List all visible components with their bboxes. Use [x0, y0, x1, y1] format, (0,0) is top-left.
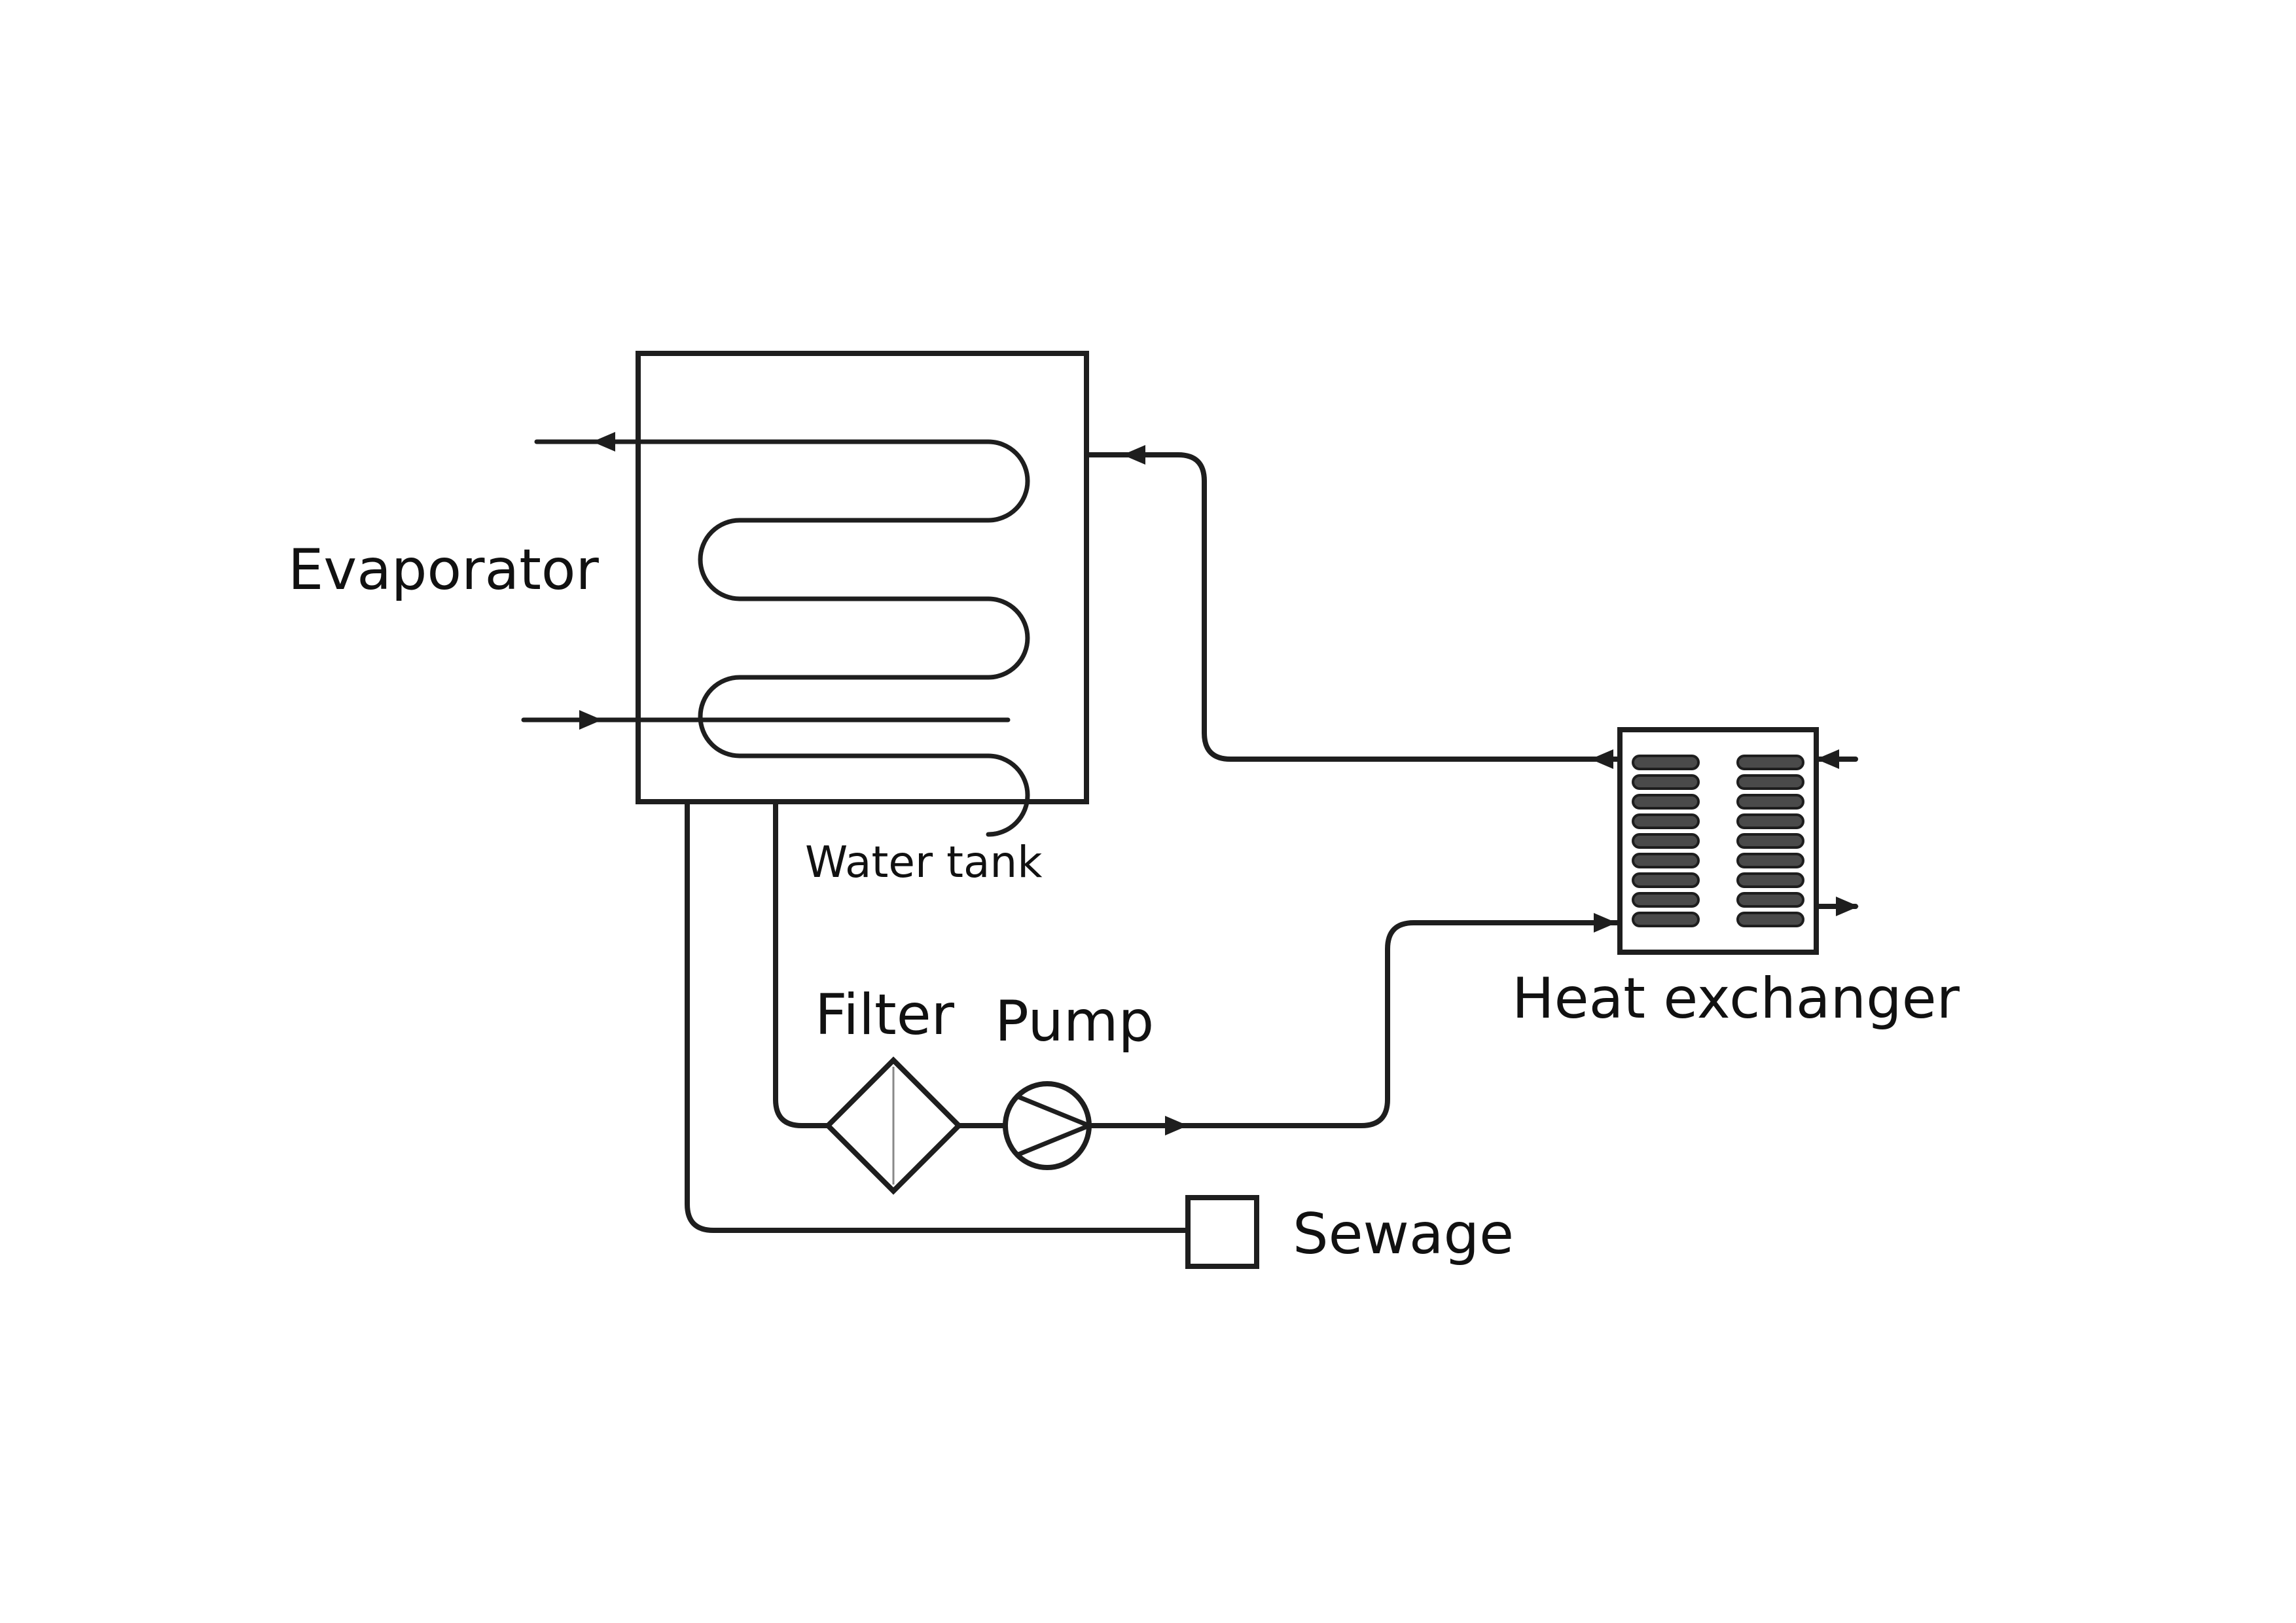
- plate: [1632, 774, 1700, 790]
- plate: [1736, 833, 1804, 849]
- plate: [1632, 892, 1700, 908]
- tank-to-filter-pipe: [773, 799, 831, 1128]
- plate: [1632, 813, 1700, 829]
- plate: [1736, 912, 1804, 927]
- secondary-bottom-arrow: [1836, 897, 1859, 916]
- refrigerant-inlet-arrow: [579, 710, 602, 730]
- return-pipe: [1084, 452, 1623, 762]
- evaporator-box: [636, 351, 1089, 804]
- evaporator-label: Evaporator: [288, 537, 600, 603]
- secondary-top-arrow: [1816, 749, 1839, 769]
- sewage-label: Sewage: [1293, 1202, 1514, 1267]
- sewage-box: [1185, 1195, 1259, 1269]
- plate: [1736, 853, 1804, 868]
- plate: [1632, 912, 1700, 927]
- water-tank-label: Water tank: [805, 837, 1043, 887]
- plate: [1632, 755, 1700, 770]
- plate: [1632, 833, 1700, 849]
- return-pipe-arrow: [1122, 445, 1145, 465]
- plate: [1632, 872, 1700, 888]
- plate: [1736, 774, 1804, 790]
- heat-exchanger-left-plates: [1632, 755, 1700, 927]
- plate: [1736, 872, 1804, 888]
- refrigerant-outlet-arrow: [592, 432, 615, 452]
- plate: [1632, 853, 1700, 868]
- plate: [1632, 794, 1700, 810]
- plate: [1736, 755, 1804, 770]
- heat-exchanger-right-plates: [1736, 755, 1804, 927]
- exchanger-inlet-arrow: [1594, 913, 1617, 933]
- plate: [1736, 813, 1804, 829]
- sewage-pipe: [685, 799, 1191, 1233]
- plate: [1736, 892, 1804, 908]
- exchanger-outlet-arrow: [1590, 749, 1613, 769]
- filter-label: Filter: [815, 982, 955, 1048]
- pump-label: Pump: [995, 989, 1154, 1054]
- pump-to-exchanger-pipe: [1086, 920, 1623, 1128]
- heat-exchanger-label: Heat exchanger: [1512, 966, 1960, 1031]
- plate: [1736, 794, 1804, 810]
- pump-outlet-arrow: [1165, 1116, 1188, 1135]
- evaporator-coil: [534, 439, 1030, 837]
